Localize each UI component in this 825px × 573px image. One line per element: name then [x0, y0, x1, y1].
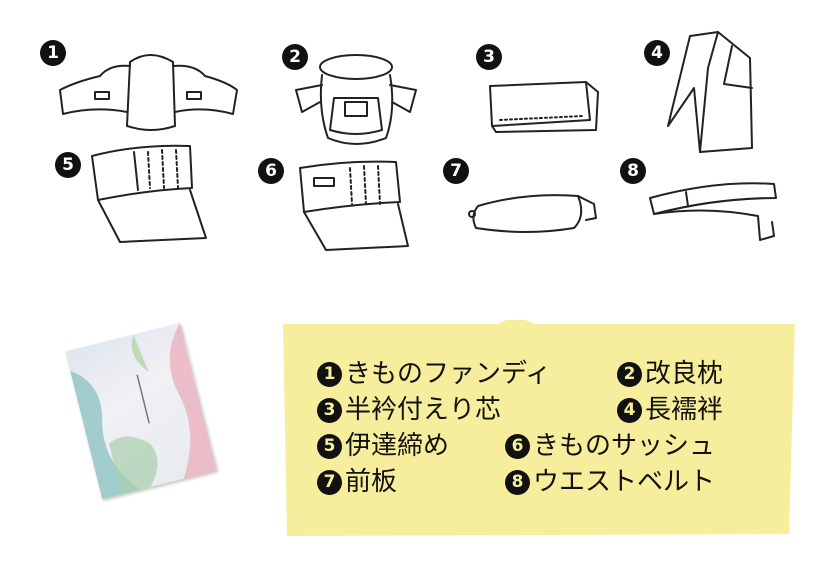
- item-number-badge: 7: [443, 158, 469, 184]
- legend-item-label: きものファンディ: [345, 359, 552, 389]
- datejime-sash-icon: [91, 144, 207, 243]
- front-board-icon: [468, 194, 597, 233]
- legend-item-label: きものサッシュ: [533, 431, 716, 461]
- waist-belt-icon: [649, 182, 777, 241]
- booklet-artwork: [70, 322, 217, 500]
- item-number-badge: 6: [258, 158, 284, 184]
- legend-item-label: 半衿付えり芯: [345, 395, 502, 425]
- kimono-sash-icon: [299, 160, 409, 251]
- pillow-icon: [295, 54, 417, 145]
- item-number-badge: 1: [40, 40, 66, 66]
- item-number-badge: 3: [476, 44, 502, 70]
- legend-item-label: 伊達締め: [345, 431, 450, 461]
- legend-item-label: ウエストベルト: [533, 467, 716, 497]
- collar-core-icon: [489, 81, 599, 133]
- legend-item-label: 前板: [345, 467, 398, 497]
- item-number-badge: 4: [644, 40, 670, 66]
- legend-item-label: 改良枕: [645, 359, 724, 389]
- item-number-badge: 5: [55, 152, 81, 178]
- legend-item-label: 長襦袢: [645, 395, 724, 425]
- kimono-foundation-icon: [59, 54, 238, 131]
- undergarment-icon: [667, 31, 753, 153]
- instruction-booklet-image: [65, 322, 217, 500]
- item-number-badge: 8: [620, 158, 646, 184]
- note-background: [283, 320, 795, 536]
- item-number-badge: 2: [282, 44, 308, 70]
